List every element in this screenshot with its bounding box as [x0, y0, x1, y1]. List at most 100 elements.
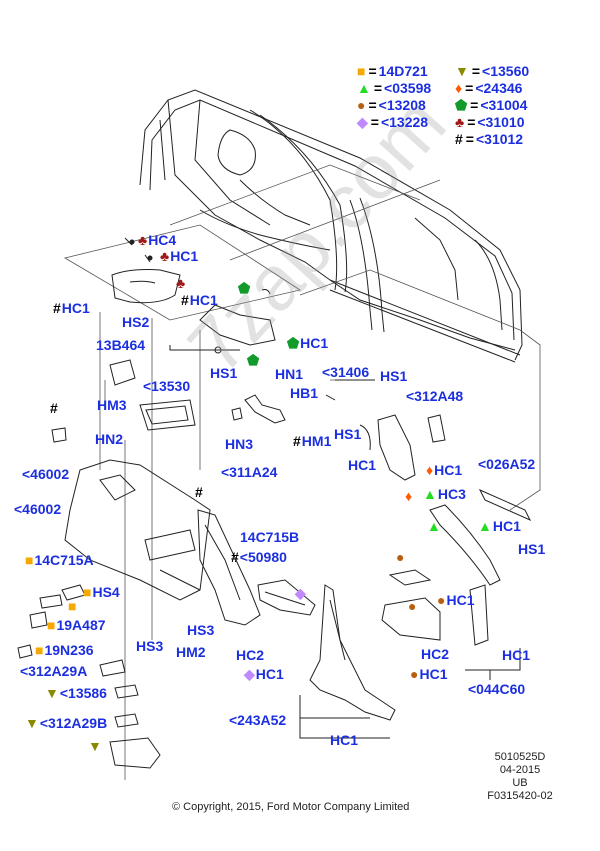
callout-hc1-right[interactable]: HC1: [502, 647, 531, 663]
red-club-icon: ♣: [455, 114, 465, 130]
scuff-plate-right: [381, 569, 489, 646]
callout-hc1-pentagon[interactable]: ⬟HC1: [287, 335, 329, 351]
red-club-icon: ♣: [176, 275, 186, 291]
callout-hm1[interactable]: #HM1: [293, 433, 332, 449]
callout-50980[interactable]: #<50980: [231, 549, 287, 565]
callout-hs1-d[interactable]: HS1: [518, 541, 546, 557]
callout-square[interactable]: ■: [68, 598, 77, 614]
callout-13586[interactable]: ▼<13586: [45, 685, 107, 701]
callout-pentagon-bottom[interactable]: ⬟: [247, 352, 260, 368]
callout-311a24[interactable]: <311A24: [221, 464, 278, 480]
callout-hc3[interactable]: ▲HC3: [423, 486, 466, 502]
olive-triangle-down-icon: ▼: [455, 63, 469, 79]
callout-hash-left[interactable]: #: [50, 400, 59, 416]
callout-026a52[interactable]: <026A52: [478, 456, 536, 472]
callout-hc1-bottom[interactable]: HC1: [330, 732, 359, 748]
callout-hs3-b[interactable]: HS3: [136, 638, 164, 654]
callout-circle-mid[interactable]: ●: [408, 598, 417, 614]
callout-hs3-a[interactable]: HS3: [187, 622, 215, 638]
callout-hn1[interactable]: HN1: [275, 366, 304, 382]
red-club-icon: ♣: [138, 232, 148, 248]
callout-19n236[interactable]: ■19N236: [35, 642, 94, 658]
olive-triangle-down-icon: ▼: [25, 715, 39, 731]
diagram-figure-number: F0315420-02: [487, 790, 553, 802]
green-pentagon-icon: ⬟: [247, 352, 260, 368]
orange-diamond-icon: ♦: [426, 462, 434, 478]
hash-icon: #: [231, 549, 239, 565]
hash-icon: #: [455, 131, 463, 147]
callout-14c715b[interactable]: 14C715B: [240, 529, 300, 545]
callout-13530[interactable]: <13530: [143, 378, 191, 394]
callout-hn3[interactable]: HN3: [225, 436, 254, 452]
callout-hash-center[interactable]: #: [195, 484, 204, 500]
callout-hc1-hash-left[interactable]: #HC1: [53, 300, 90, 316]
orange-square-icon: ■: [68, 598, 77, 614]
callout-312a48[interactable]: <312A48: [406, 388, 464, 404]
diagram-date: 04-2015: [499, 764, 541, 776]
quarter-trim-panel: [64, 459, 211, 601]
hash-icon: #: [195, 484, 203, 500]
red-club-icon: ♣: [160, 248, 170, 264]
legend-item-31010: ♣=<31010: [455, 114, 525, 130]
callout-hc2-b[interactable]: HC2: [421, 646, 450, 662]
callout-hm3[interactable]: HM3: [97, 397, 127, 413]
callout-hn2[interactable]: HN2: [95, 431, 124, 447]
callout-hc4[interactable]: ♣HC4: [138, 232, 177, 248]
callout-31406[interactable]: <31406: [322, 364, 370, 380]
callout-hs1-b[interactable]: HS1: [380, 368, 408, 384]
callout-hc2-a[interactable]: HC2: [236, 647, 265, 663]
callout-hc1-triangle[interactable]: ▲HC1: [478, 518, 521, 534]
green-triangle-icon: ▲: [478, 518, 492, 534]
hash-icon: #: [181, 292, 189, 308]
callout-243a52[interactable]: <243A52: [229, 712, 287, 728]
callout-pentagon-top[interactable]: ⬟: [238, 280, 251, 296]
legend-item-31004: ⬟=<31004: [455, 97, 528, 113]
callout-hc1-club[interactable]: ♣HC1: [160, 248, 199, 264]
legend-item-31012: #=<31012: [455, 131, 524, 147]
green-triangle-icon: ▲: [423, 486, 437, 502]
callout-13b464[interactable]: 13B464: [96, 337, 146, 353]
callout-club[interactable]: ♣: [176, 275, 186, 291]
legend-item-24346: ♦=<24346: [455, 80, 523, 96]
callout-312a29b[interactable]: ▼<312A29B: [25, 715, 108, 731]
callout-hb1[interactable]: HB1: [290, 385, 319, 401]
callout-hc1-circle-a[interactable]: ●HC1: [437, 592, 475, 608]
callout-044c60[interactable]: <044C60: [468, 681, 526, 697]
hash-icon: #: [293, 433, 301, 449]
green-triangle-icon: ▲: [357, 80, 371, 96]
orange-square-icon: ■: [83, 584, 92, 600]
callout-circle-top[interactable]: ●: [396, 549, 405, 565]
brown-circle-icon: ●: [396, 549, 405, 565]
callout-hs4[interactable]: ■HS4: [83, 584, 120, 600]
small-parts-left: [17, 584, 161, 769]
callout-triangle[interactable]: ▲: [427, 518, 442, 534]
callout-46002-b[interactable]: <46002: [14, 501, 62, 517]
orange-diamond-icon: ♦: [405, 488, 413, 504]
callout-hs1-a[interactable]: HS1: [210, 365, 238, 381]
callout-triangle-down[interactable]: ▼: [88, 738, 103, 754]
callout-hc1-orange[interactable]: ♦HC1: [426, 462, 463, 478]
callout-hs1-c[interactable]: HS1: [334, 426, 362, 442]
callout-hs2[interactable]: HS2: [122, 314, 150, 330]
callout-14c715a[interactable]: ■14C715A: [25, 552, 94, 568]
tray-13530: [139, 399, 196, 431]
orange-square-icon: ■: [47, 617, 56, 633]
body-side-frame: [139, 89, 523, 363]
callout-hc1-diamond[interactable]: ◆HC1: [244, 666, 284, 682]
callout-hc1-hash-mid[interactable]: #HC1: [181, 292, 218, 308]
callout-purple-diamond[interactable]: ◆: [295, 585, 307, 601]
callout-hm2[interactable]: HM2: [176, 644, 206, 660]
diagram-id: 5010525D: [494, 751, 546, 763]
callout-312a29a[interactable]: <312A29A: [20, 663, 88, 679]
diagram-region: UB: [512, 777, 528, 789]
upper-trim-panel: [111, 237, 181, 304]
legend-item-03598: ▲=<03598: [357, 80, 432, 96]
callout-46002-a[interactable]: <46002: [22, 466, 70, 482]
callout-hc1-center[interactable]: HC1: [348, 457, 377, 473]
callout-orange-diamond[interactable]: ♦: [405, 488, 413, 504]
callout-hc1-circle-b[interactable]: ●HC1: [410, 666, 448, 682]
callout-19a487[interactable]: ■19A487: [47, 617, 106, 633]
green-triangle-icon: ▲: [427, 518, 441, 534]
purple-diamond-icon: ◆: [357, 114, 368, 130]
